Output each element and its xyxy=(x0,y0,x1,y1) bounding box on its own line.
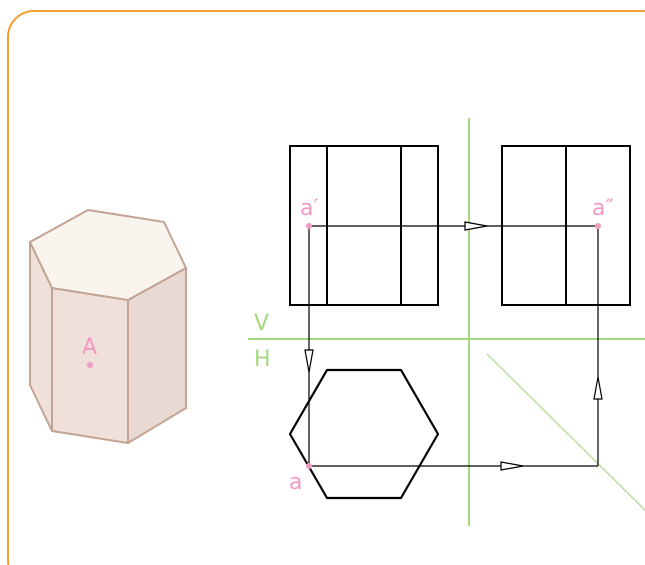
projected-points: a′ a″ a xyxy=(289,196,614,495)
point-a-3d-dot xyxy=(87,362,93,368)
point-a-double-prime-label: a″ xyxy=(592,196,614,221)
prism-top-face xyxy=(29,209,187,301)
projection-lines xyxy=(304,221,603,471)
axis-label-h: H xyxy=(254,347,271,372)
point-a-top-dot xyxy=(306,463,312,469)
point-a-prime-label: a′ xyxy=(300,196,318,221)
top-view-hexagon xyxy=(288,368,440,500)
projection-axes: V H xyxy=(248,118,645,526)
hexagonal-prism-3d: A xyxy=(29,209,187,444)
point-a-prime-dot xyxy=(306,223,312,229)
axis-label-v: V xyxy=(254,311,269,336)
outer-frame xyxy=(7,10,645,565)
point-a-top-label: a xyxy=(289,470,302,495)
45-degree-line xyxy=(486,353,645,512)
point-a-double-prime-dot xyxy=(595,223,601,229)
point-a-3d-label: A xyxy=(82,335,97,360)
